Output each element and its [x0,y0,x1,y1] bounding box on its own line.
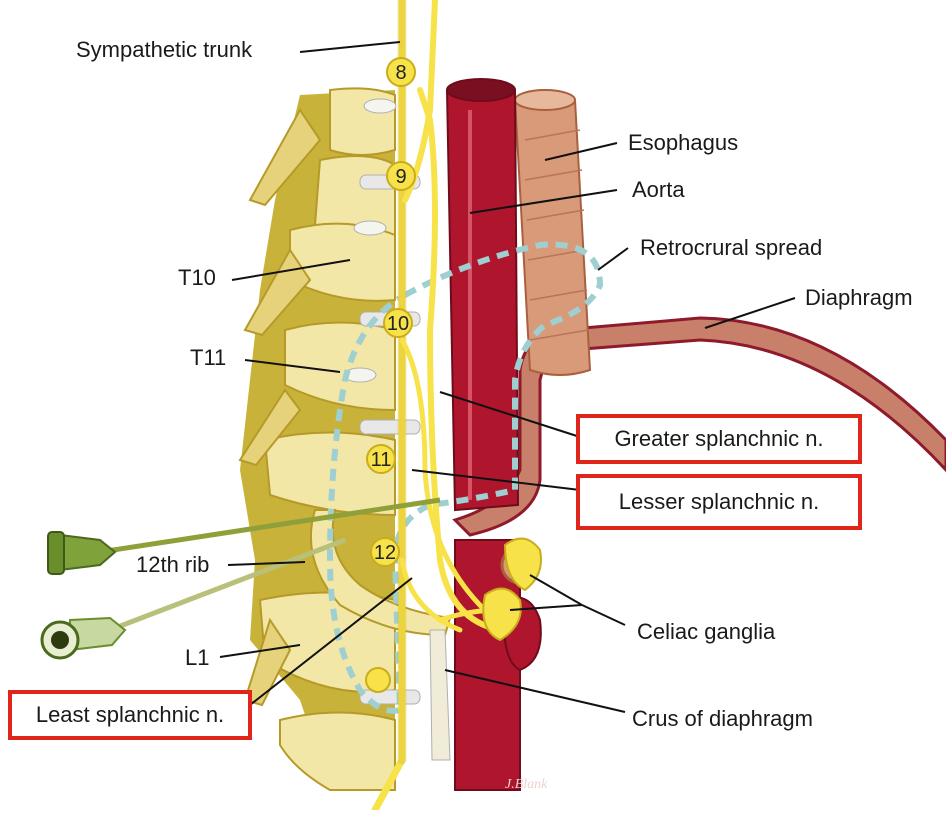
crus-of-diaphragm [430,630,450,760]
label-esophagus: Esophagus [628,130,738,156]
label-t11: T11 [190,345,226,371]
esophagus [515,95,590,375]
label-crus-of-diaphragm: Crus of diaphragm [632,706,813,732]
transverse-facet [354,221,386,235]
label-aorta: Aorta [632,177,685,203]
label-retrocrural-spread: Retrocrural spread [640,235,822,261]
label-lesser-splanchnic: Lesser splanchnic n. [576,474,862,530]
ganglion-label-10: 10 [387,313,409,335]
leader-retrocrural-spread [598,248,628,270]
label-l1: L1 [185,645,209,671]
label-celiac-ganglia: Celiac ganglia [637,619,775,645]
intervertebral-disc [360,420,420,434]
vertebral-column [240,88,420,790]
label-greater-splanchnic: Greater splanchnic n. [576,414,862,464]
transverse-facet [364,99,396,113]
ganglion-label-12: 12 [374,542,396,564]
label-diaphragm: Diaphragm [805,285,913,311]
artist-signature: J.Blank [505,777,548,792]
vertebra-t8 [330,88,395,155]
label-12th-rib: 12th rib [136,552,209,578]
ganglion-l1 [366,668,390,692]
ganglion-label-11: 11 [371,449,392,471]
ganglion-label-9: 9 [395,166,406,188]
leader-celiac-ganglia [582,605,625,625]
aorta [447,83,518,511]
label-sympathetic-trunk: Sympathetic trunk [76,37,252,63]
leader-sympathetic-trunk [300,42,400,52]
label-t10: T10 [178,265,216,291]
ganglion-label-8: 8 [395,62,406,84]
aorta-lumen [447,79,515,101]
vertebra-l2 [280,713,395,791]
esophagus-opening [515,90,575,110]
leader-celiac-ganglia-b [530,575,582,605]
label-least-splanchnic: Least splanchnic n. [8,690,252,740]
